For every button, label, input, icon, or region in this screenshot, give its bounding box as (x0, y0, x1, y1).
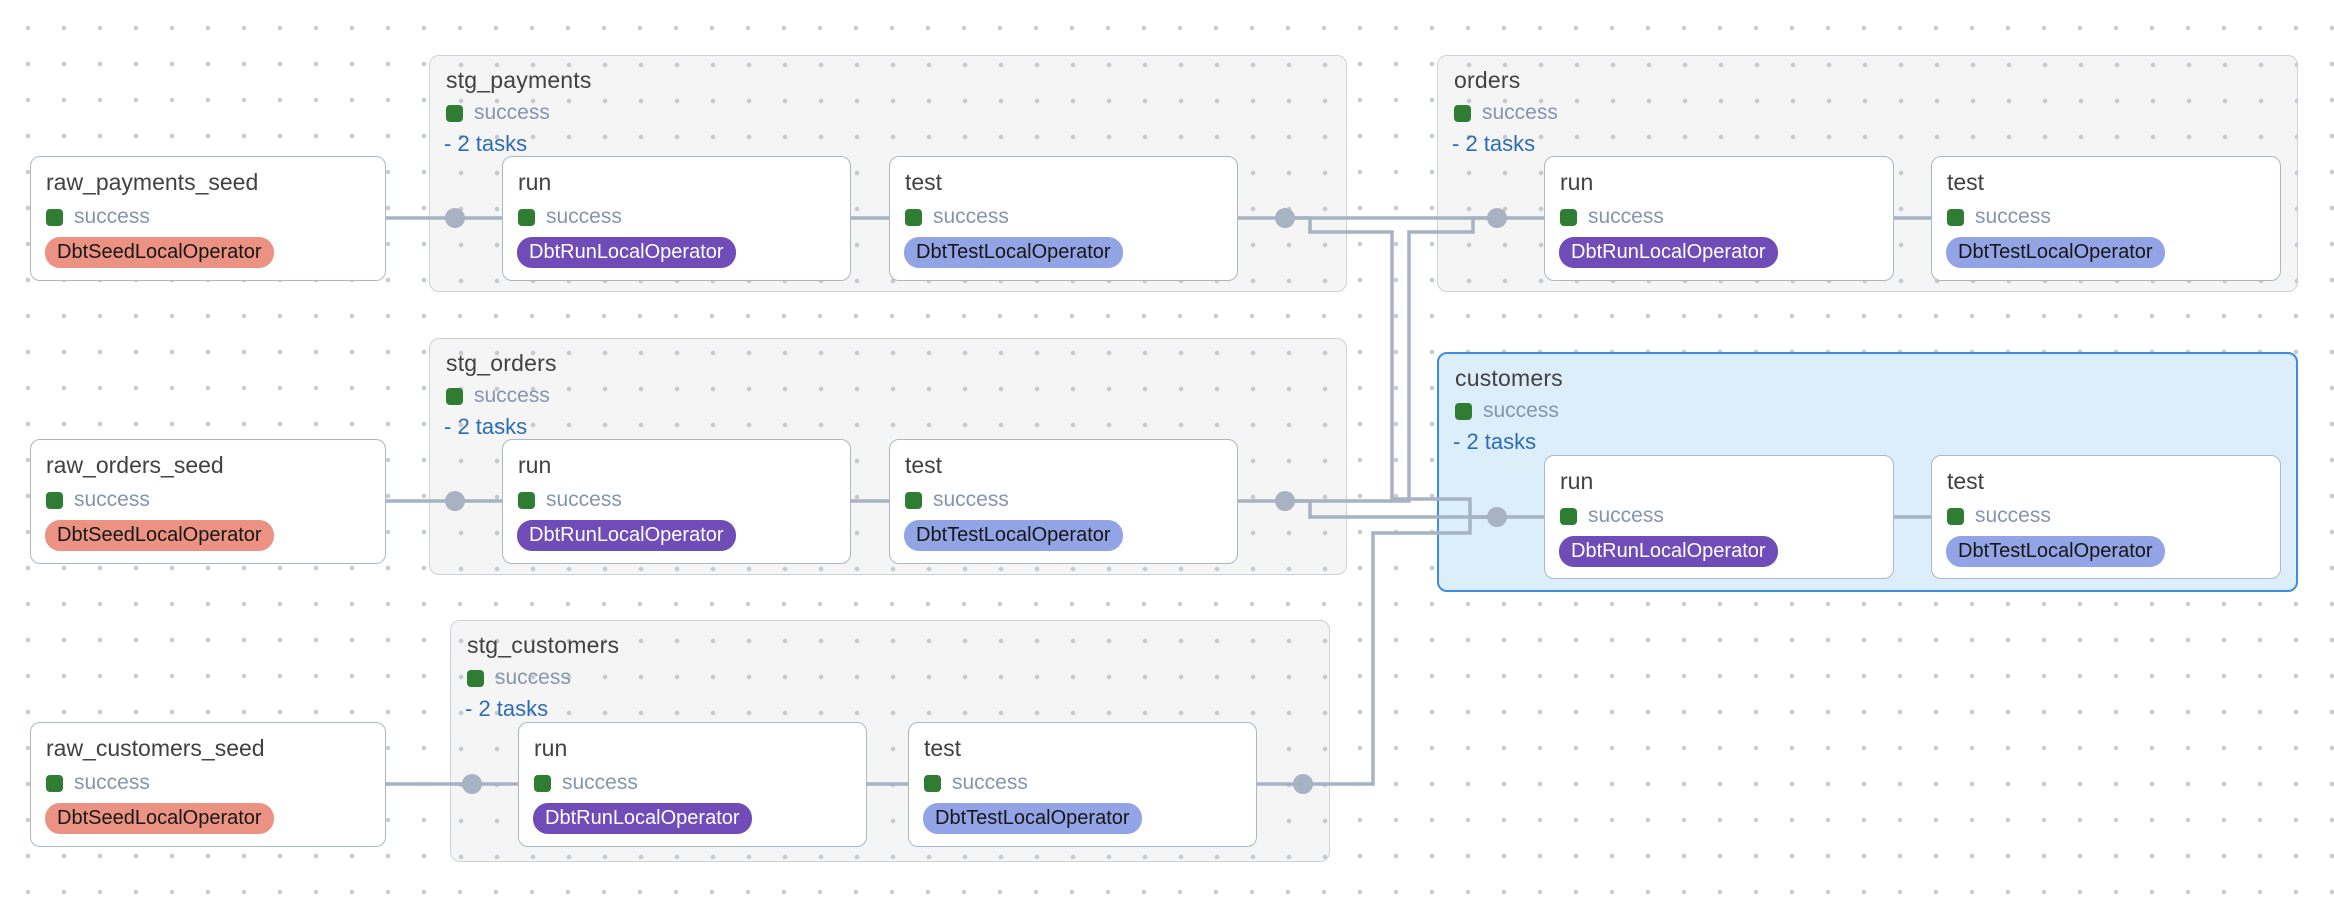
status-text: success (1483, 399, 1559, 422)
status-success-square-icon (905, 208, 922, 226)
operator-badge: DbtTestLocalOperator (1946, 536, 2165, 567)
operator-badge: DbtTestLocalOperator (923, 803, 1142, 834)
group-title: stg_customers (467, 632, 620, 658)
status-success-square-icon (1947, 208, 1964, 226)
tasks-collapse-link[interactable]: - 2 tasks (444, 414, 528, 439)
status-text: success (546, 205, 622, 228)
operator-badge: DbtRunLocalOperator (517, 237, 736, 268)
status-text: success (952, 771, 1028, 794)
task-title: run (1560, 468, 1594, 494)
tasks-collapse-link[interactable]: - 2 tasks (444, 131, 528, 156)
status-success-square-icon (467, 669, 484, 687)
status-success-square-icon (1454, 104, 1471, 122)
operator-badge: DbtSeedLocalOperator (45, 803, 274, 834)
status-success-square-icon (1947, 507, 1964, 525)
operator-badge: DbtSeedLocalOperator (45, 520, 274, 551)
task-node-stg-orders-run[interactable]: run success DbtRunLocalOperator (502, 439, 851, 564)
status-text: success (474, 101, 550, 124)
status-success-square-icon (534, 774, 551, 792)
group-title: stg_orders (446, 350, 557, 376)
task-node-orders-test[interactable]: test success DbtTestLocalOperator (1931, 156, 2281, 281)
status-text: success (1482, 101, 1558, 124)
group-title: stg_payments (446, 67, 592, 93)
status-success-square-icon (924, 774, 941, 792)
status-text: success (495, 666, 571, 689)
status-text: success (1588, 205, 1664, 228)
task-node-stg-customers-test[interactable]: test success DbtTestLocalOperator (908, 722, 1257, 847)
status-success-square-icon (518, 491, 535, 509)
task-node-stg-customers-run[interactable]: run success DbtRunLocalOperator (518, 722, 867, 847)
task-node-raw-payments-seed[interactable]: raw_payments_seed success DbtSeedLocalOp… (30, 156, 386, 281)
status-success-square-icon (1455, 402, 1472, 420)
operator-badge: DbtRunLocalOperator (1559, 237, 1778, 268)
status-success-square-icon (1560, 208, 1577, 226)
task-title: run (534, 735, 568, 761)
group-title: customers (1455, 365, 1563, 391)
operator-badge: DbtSeedLocalOperator (45, 237, 274, 268)
task-node-raw-orders-seed[interactable]: raw_orders_seed success DbtSeedLocalOper… (30, 439, 386, 564)
task-title: run (1560, 169, 1594, 195)
operator-badge: DbtRunLocalOperator (1559, 536, 1778, 567)
status-text: success (74, 771, 150, 794)
status-success-square-icon (46, 491, 63, 509)
operator-badge: DbtTestLocalOperator (1946, 237, 2165, 268)
task-node-orders-run[interactable]: run success DbtRunLocalOperator (1544, 156, 1894, 281)
status-success-square-icon (1560, 507, 1577, 525)
task-title: test (905, 169, 943, 195)
status-text: success (1975, 205, 2051, 228)
task-node-stg-payments-run[interactable]: run success DbtRunLocalOperator (502, 156, 851, 281)
operator-badge: DbtRunLocalOperator (533, 803, 752, 834)
task-title: test (905, 452, 943, 478)
status-text: success (1975, 504, 2051, 527)
group-title: orders (1454, 67, 1521, 93)
status-text: success (474, 384, 550, 407)
task-title: run (518, 169, 552, 195)
status-text: success (562, 771, 638, 794)
operator-badge: DbtRunLocalOperator (517, 520, 736, 551)
tasks-collapse-link[interactable]: - 2 tasks (1452, 131, 1536, 156)
task-node-customers-test[interactable]: test success DbtTestLocalOperator (1931, 455, 2281, 579)
status-text: success (74, 488, 150, 511)
task-title: raw_customers_seed (46, 735, 265, 761)
status-success-square-icon (46, 208, 63, 226)
status-text: success (933, 488, 1009, 511)
tasks-collapse-link[interactable]: - 2 tasks (1453, 429, 1537, 454)
status-text: success (546, 488, 622, 511)
status-text: success (933, 205, 1009, 228)
status-success-square-icon (905, 491, 922, 509)
status-success-square-icon (446, 104, 463, 122)
task-title: run (518, 452, 552, 478)
task-title: test (1947, 468, 1985, 494)
task-node-raw-customers-seed[interactable]: raw_customers_seed success DbtSeedLocalO… (30, 722, 386, 847)
task-title: test (924, 735, 962, 761)
status-success-square-icon (46, 774, 63, 792)
tasks-collapse-link[interactable]: - 2 tasks (465, 696, 549, 721)
task-node-stg-orders-test[interactable]: test success DbtTestLocalOperator (889, 439, 1238, 564)
task-title: test (1947, 169, 1985, 195)
task-node-customers-run[interactable]: run success DbtRunLocalOperator (1544, 455, 1894, 579)
task-title: raw_payments_seed (46, 169, 259, 195)
status-success-square-icon (446, 387, 463, 405)
task-title: raw_orders_seed (46, 452, 224, 478)
task-node-stg-payments-test[interactable]: test success DbtTestLocalOperator (889, 156, 1238, 281)
operator-badge: DbtTestLocalOperator (904, 520, 1123, 551)
status-text: success (74, 205, 150, 228)
status-success-square-icon (518, 208, 535, 226)
status-text: success (1588, 504, 1664, 527)
operator-badge: DbtTestLocalOperator (904, 237, 1123, 268)
